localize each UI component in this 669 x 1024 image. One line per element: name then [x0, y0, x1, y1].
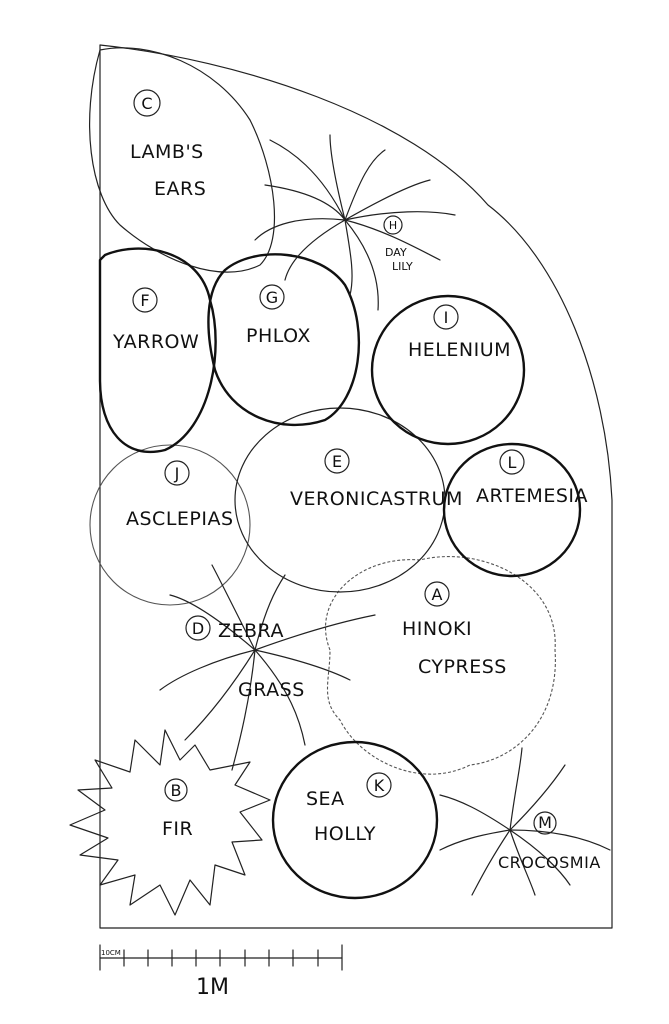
label-hinoki-cypress-2: CYPRESS: [418, 656, 507, 678]
plant-l-artemesia-outline: [442, 442, 582, 578]
label-zebra-grass-1: ZEBRA: [218, 620, 284, 642]
letter-marker-m: M: [533, 811, 557, 835]
letter-marker-j: J: [164, 460, 190, 486]
letter-marker-b: B: [164, 778, 188, 802]
plant-g-phlox-outline: [207, 253, 361, 427]
plant-d-zebra-grass-strokes: [159, 564, 376, 771]
bed-boundary: [99, 44, 613, 929]
label-asclepias: ASCLEPIAS: [126, 508, 234, 530]
label-fir: FIR: [162, 818, 193, 840]
letter-marker-g: G: [259, 284, 285, 310]
svg-text:D: D: [192, 619, 204, 638]
svg-text:C: C: [141, 94, 152, 113]
svg-text:M: M: [538, 813, 552, 832]
svg-text:B: B: [171, 781, 182, 800]
label-day-lily-1: DAY: [385, 246, 407, 259]
svg-text:E: E: [332, 452, 342, 471]
label-veronicastrum: VERONICASTRUM: [290, 488, 463, 510]
plant-b-fir-outline: [69, 729, 271, 916]
label-yarrow: YARROW: [112, 331, 199, 353]
letter-marker-c: C: [133, 89, 161, 117]
plant-h-day-lily-strokes: [254, 134, 456, 311]
letter-marker-d: D: [185, 615, 211, 641]
plant-c-lambs-ears-outline: [88, 47, 276, 273]
letter-marker-a: A: [424, 581, 450, 607]
svg-text:G: G: [266, 288, 278, 307]
label-lambs-ears-2: EARS: [154, 178, 206, 200]
plant-j-asclepias-outline: [89, 444, 251, 606]
letter-marker-h: H: [383, 215, 403, 235]
label-sea-holly-1: SEA: [306, 788, 345, 810]
svg-text:I: I: [444, 308, 449, 327]
plant-f-yarrow-outline: [98, 247, 217, 453]
label-zebra-grass-2: GRASS: [238, 679, 305, 701]
label-crocosmia: CROCOSMIA: [498, 853, 601, 872]
label-day-lily-2: LILY: [392, 260, 413, 273]
svg-text:J: J: [174, 464, 180, 483]
letter-marker-k: K: [366, 772, 392, 798]
plant-m-crocosmia-strokes: [439, 747, 611, 896]
letter-marker-e: E: [324, 448, 350, 474]
letter-marker-f: F: [132, 287, 158, 313]
svg-text:L: L: [508, 453, 517, 472]
letter-marker-l: L: [499, 449, 525, 475]
label-sea-holly-2: HOLLY: [314, 823, 376, 845]
plant-i-helenium-outline: [370, 294, 526, 446]
svg-text:K: K: [374, 776, 385, 795]
letter-marker-i: I: [433, 304, 459, 330]
svg-text:A: A: [432, 585, 443, 604]
scale-label: 1M: [196, 975, 229, 1000]
scale-bar: 10CM 1M: [99, 944, 343, 1000]
svg-text:H: H: [389, 219, 397, 232]
plant-k-sea-holly-outline: [271, 740, 439, 900]
svg-text:F: F: [140, 291, 149, 310]
label-lambs-ears-1: LAMB'S: [130, 141, 204, 163]
plant-a-hinoki-cypress: [324, 556, 556, 775]
label-artemesia: ARTEMESIA: [476, 485, 588, 507]
label-helenium: HELENIUM: [408, 339, 511, 361]
scale-small-label: 10CM: [101, 949, 121, 957]
label-phlox: PHLOX: [246, 325, 311, 347]
label-hinoki-cypress-1: HINOKI: [402, 618, 472, 640]
